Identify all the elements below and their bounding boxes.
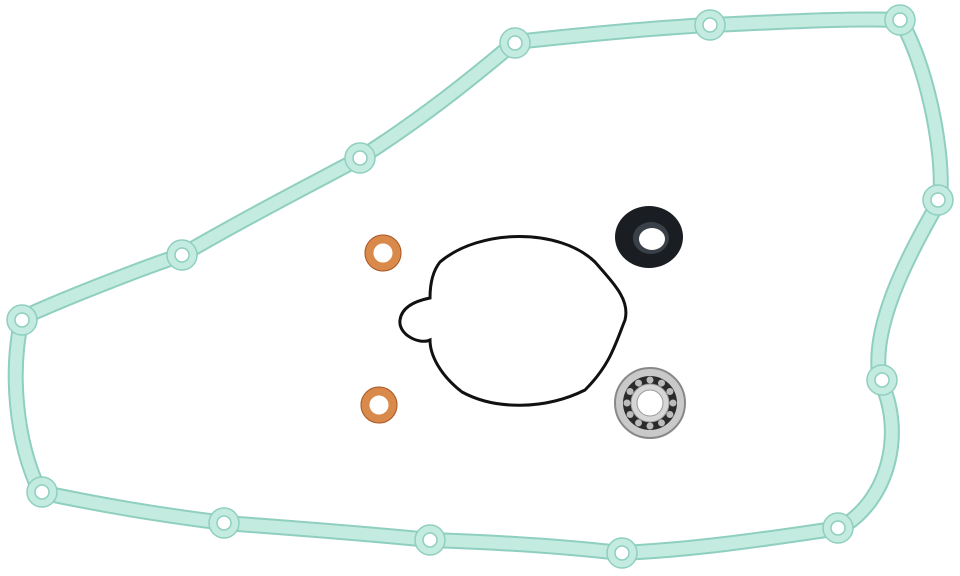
bolt-hole: [422, 532, 438, 548]
bearing-ball: [646, 422, 654, 430]
bolt-hole: [892, 12, 908, 28]
bolt-hole: [930, 192, 946, 208]
bolt-hole: [34, 484, 50, 500]
water-pump-o-ring: [398, 235, 628, 407]
oil-seal: [615, 206, 683, 268]
bearing-ball: [658, 419, 665, 427]
bolt-hole: [507, 35, 523, 51]
bearing-ball: [626, 411, 634, 418]
bearing-ball: [669, 399, 677, 407]
bolt-hole: [216, 515, 232, 531]
cover-gasket: [6, 4, 954, 569]
ball-bearing: [614, 367, 686, 439]
bearing-ball: [635, 379, 642, 387]
bolt-hole: [702, 17, 718, 33]
bolt-hole: [352, 150, 368, 166]
bearing-ball: [666, 388, 674, 395]
bearing-ball: [646, 376, 654, 384]
bolt-hole: [830, 520, 846, 536]
bolt-hole: [174, 247, 190, 263]
bolt-hole: [874, 372, 890, 388]
bearing-ball: [658, 379, 665, 387]
bearing-ball: [635, 419, 642, 427]
bearing-ball: [623, 399, 631, 407]
bearing-ball: [626, 388, 634, 395]
bolt-hole: [14, 312, 30, 328]
bolt-hole: [614, 545, 630, 561]
bearing-ball: [666, 411, 674, 418]
copper-washer-top: [364, 234, 402, 272]
copper-washer-bottom: [360, 386, 398, 424]
